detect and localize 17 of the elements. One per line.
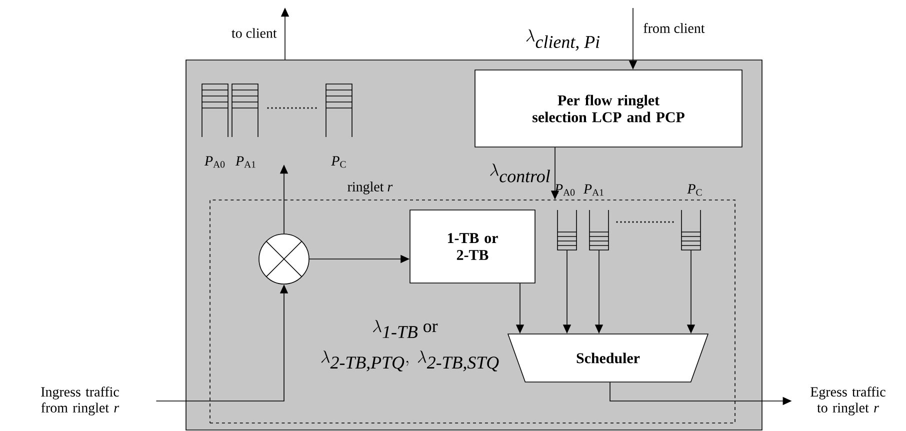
queue-label: P$_{C}$ bbox=[331, 156, 346, 168]
rate-label: $\lambda_{\textit{client, Pi}}$ bbox=[526, 29, 600, 51]
queue-label: P$_{A0}$ bbox=[204, 156, 225, 168]
region-label: ringlet r bbox=[348, 182, 393, 194]
traffic-label: Egress traffic to ringlet r bbox=[810, 386, 886, 416]
edge-label: to client bbox=[232, 28, 277, 38]
rate-label: $\lambda_{\textit{2-TB,PTQ}},\ \lambda_{\textit{2-TB,STQ}}$ bbox=[321, 350, 499, 372]
queue-label: P$_{A1}$ bbox=[583, 184, 604, 196]
edge-label: from client bbox=[644, 23, 705, 33]
rate-label: $\lambda_{\textit{1-TB}}\ \mathrm{or}$ bbox=[373, 320, 438, 338]
process-box: Per flow ringlet selection LCP and PCP bbox=[474, 70, 742, 148]
queue-label: P$_{C}$ bbox=[687, 184, 702, 196]
traffic-label: Ingress traffic from ringlet r bbox=[41, 386, 120, 416]
process-box: 1-TB or 2-TB bbox=[410, 210, 536, 284]
queue-label: P$_{A1}$ bbox=[235, 156, 256, 168]
mixer-circle bbox=[258, 234, 310, 284]
edge-label: $\lambda_{\textit{control}}$ bbox=[490, 164, 550, 182]
